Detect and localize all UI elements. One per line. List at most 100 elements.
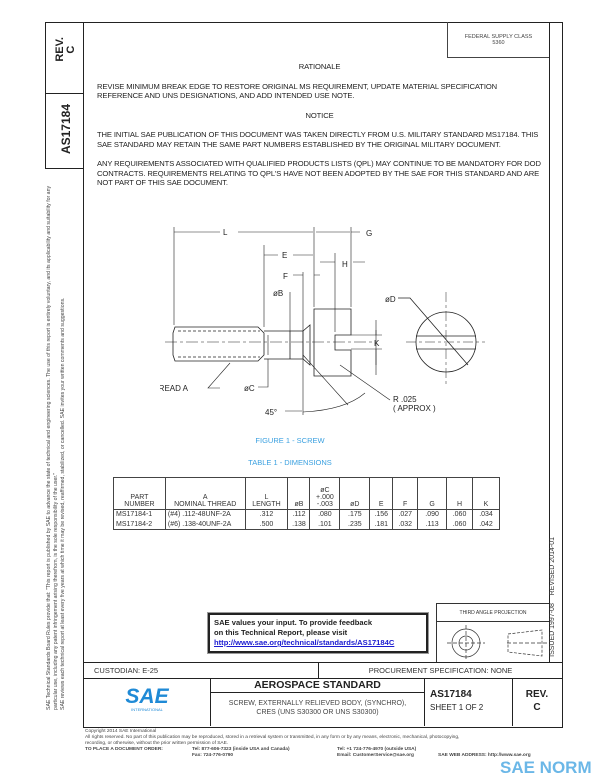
table-header-cell: K [472, 477, 500, 510]
table-header-cell: øB [287, 477, 311, 510]
dim-label-radius: R .025 [393, 395, 417, 404]
projection-label: THIRD ANGLE PROJECTION [437, 604, 549, 622]
screw-drawing: L G E H F øB K øD THREAD A øC 45° R .025… [160, 227, 485, 417]
dim-label-e: E [282, 251, 287, 260]
dim-label-b: øB [273, 289, 283, 298]
table-cell: .156 [369, 509, 394, 520]
table-cell: .060 [446, 519, 473, 530]
rationale-text: REVISE MINIMUM BREAK EDGE TO RESTORE ORI… [97, 81, 498, 101]
issue-dates: ISSUED 1997-08 REVISED 2014-01 [549, 537, 556, 657]
dim-label-g: G [366, 229, 372, 238]
table-cell: .032 [392, 519, 419, 530]
title-doc-number: AS17184 [430, 689, 472, 700]
table-cell: .027 [392, 509, 419, 520]
side-rev-value: C [65, 45, 77, 54]
table-cell: .080 [309, 509, 341, 520]
end-view [398, 292, 485, 387]
table-header-cell: F [392, 477, 419, 510]
footer-rights2: recording, or otherwise, without the pri… [85, 741, 229, 746]
table-title: TABLE 1 - DIMENSIONS [248, 458, 332, 467]
projection-symbol-icon [447, 625, 547, 661]
footer-fax: Fax: 724-776-0790 [192, 753, 234, 758]
custodian-row: CUSTODIAN: E-25 PROCUREMENT SPECIFICATIO… [83, 662, 563, 679]
table-header-cell: øC +.000 -.003 [309, 477, 341, 510]
table-cell: .042 [472, 519, 500, 530]
table-cell: .138 [287, 519, 311, 530]
footer-tel2: Tel: +1 724-776-4970 (outside USA) [337, 747, 417, 752]
title-rev-label: REV. [525, 689, 549, 700]
table-cell: .235 [339, 519, 371, 530]
table-cell: .500 [244, 519, 289, 530]
fsc-value: 5360 [492, 40, 505, 46]
footer-order-label: TO PLACE A DOCUMENT ORDER: [85, 747, 163, 752]
sae-logo: SAE INTERNATIONAL [84, 679, 211, 726]
procurement-spec: PROCUREMENT SPECIFICATION: NONE [368, 666, 513, 675]
title-cell: AEROSPACE STANDARD SCREW, EXTERNALLY REL… [211, 679, 425, 726]
dim-label-radius-note: ( APPROX ) [393, 404, 436, 413]
table-row: MS17184-1(#4) .112-48UNF-2A.312.112.080.… [113, 509, 500, 520]
dimension-lines [173, 227, 391, 415]
table-cell: (#6) .138-40UNF-2A [164, 519, 246, 530]
table-cell: .113 [417, 519, 448, 530]
rev-cell: REV. C [513, 679, 561, 726]
right-strip: ISSUED 1997-08 REVISED 2014-01 [548, 22, 563, 663]
side-notice-2: SAE reviews each technical report at lea… [60, 297, 66, 711]
feedback-link[interactable]: http://www.sae.org/technical/standards/A… [214, 638, 395, 647]
table-cell: MS17184-1 [113, 509, 166, 520]
footer-web: SAE WEB ADDRESS: http://www.sae.org [438, 753, 531, 758]
side-rev-box: REV.C [45, 22, 84, 94]
table-cell: .175 [339, 509, 371, 520]
table-cell: .090 [417, 509, 448, 520]
rationale-title: RATIONALE [298, 62, 341, 71]
rationale-section: RATIONALE REVISE MINIMUM BREAK EDGE TO R… [97, 62, 542, 188]
table-header-cell: PART NUMBER [113, 477, 166, 510]
dim-label-k: K [374, 339, 380, 348]
screw-side-view [165, 308, 375, 377]
feedback-line1: SAE values your input. To provide feedba… [214, 618, 373, 627]
dim-label-f: F [283, 272, 288, 281]
title-block: SAE INTERNATIONAL AEROSPACE STANDARD SCR… [83, 678, 563, 728]
table-header-cell: øD [339, 477, 371, 510]
table-cell: .181 [369, 519, 394, 530]
notice-title: NOTICE [305, 110, 334, 120]
sae-logo-mark: SAE [125, 685, 169, 708]
dim-label-h: H [342, 260, 348, 269]
doc-title-line1: SCREW, EXTERNALLY RELIEVED BODY, (SYNCHR… [228, 700, 407, 707]
side-docnum-box: AS17184 [45, 93, 84, 169]
doc-title-line2: CRES (UNS S30300 OR UNS S30300) [256, 709, 379, 716]
side-rev: REV.C [54, 37, 77, 62]
feedback-box: SAE values your input. To provide feedba… [207, 612, 429, 654]
table-cell: .060 [446, 509, 473, 520]
notice-p2: ANY REQUIREMENTS ASSOCIATED WITH QUALIFI… [97, 159, 541, 187]
dim-label-l: L [223, 228, 228, 237]
footer: Copyright 2014 SAE International All rig… [85, 729, 565, 761]
title-rev-value: C [533, 702, 541, 713]
table-cell: .112 [287, 509, 311, 520]
feedback-line2: on this Technical Report, please visit [214, 628, 348, 637]
table-row: MS17184-2(#6) .138-40UNF-2A.500.138.101.… [113, 519, 500, 530]
table-header-cell: L LENGTH [244, 477, 289, 510]
footer-copyright: Copyright 2014 SAE International [85, 729, 157, 734]
dim-label-d: øD [385, 295, 396, 304]
table-cell: (#4) .112-48UNF-2A [164, 509, 246, 520]
notice-p1: THE INITIAL SAE PUBLICATION OF THIS DOCU… [97, 130, 539, 149]
table-cell: .101 [309, 519, 341, 530]
side-doc-number: AS17184 [59, 104, 73, 155]
projection-box: THIRD ANGLE PROJECTION [436, 603, 549, 663]
table-cell: .312 [244, 509, 289, 520]
dim-label-angle: 45° [265, 408, 277, 417]
watermark: SAE NORM [500, 758, 592, 777]
side-notice: SAE Technical Standards Board Rules prov… [46, 170, 76, 710]
figure-caption: FIGURE 1 - SCREW [255, 436, 325, 445]
footer-email: Email: CustomerService@sae.org [337, 753, 414, 758]
table-header-cell: G [417, 477, 448, 510]
sae-logo-sub: INTERNATIONAL [131, 707, 163, 712]
table-cell: .034 [472, 509, 500, 520]
footer-tel1: Tel: 877-606-7323 (inside USA and Canada… [192, 747, 290, 752]
aerospace-standard-heading: AEROSPACE STANDARD [211, 679, 424, 693]
fsc-label: FEDERAL SUPPLY CLASS [464, 34, 533, 40]
table-header-cell: E [369, 477, 394, 510]
custodian: CUSTODIAN: E-25 [84, 663, 319, 679]
table-header-cell: A NOMINAL THREAD [164, 477, 246, 510]
